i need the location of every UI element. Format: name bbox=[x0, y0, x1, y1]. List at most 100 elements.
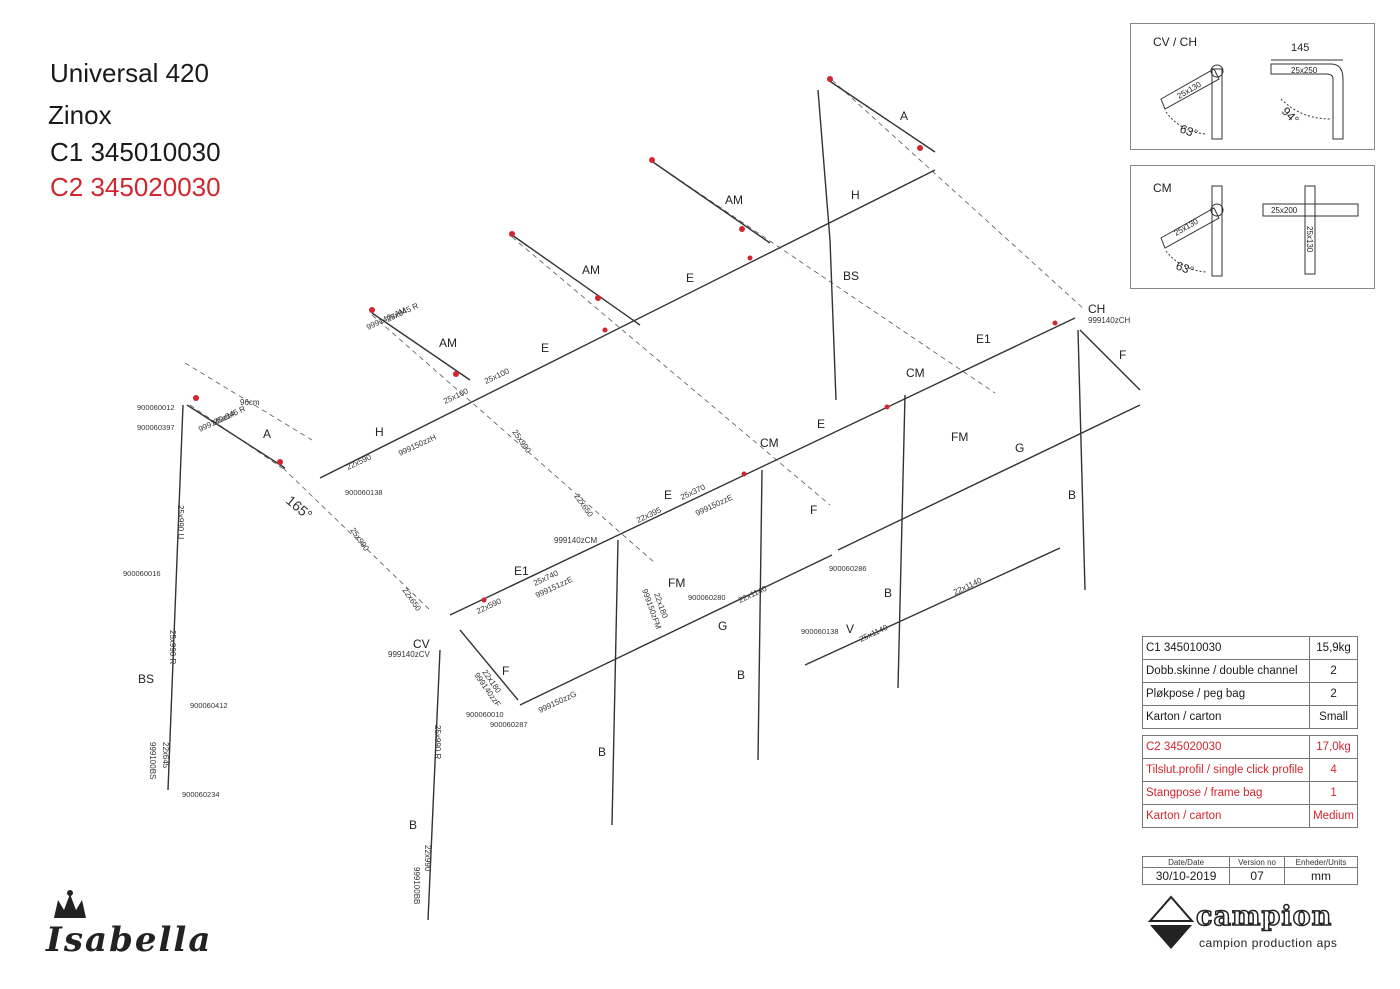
inset-cv-ch: CV / CH 25x130 63° 145 25x250 94° bbox=[1130, 23, 1375, 150]
dim-label: 22x590 bbox=[475, 596, 503, 615]
part-label: A bbox=[263, 427, 271, 441]
part-label: E bbox=[541, 341, 549, 355]
part-label: B bbox=[598, 745, 606, 759]
inset-vertical-label: 25x130 bbox=[1305, 226, 1314, 253]
part-number: 900060234 bbox=[182, 790, 220, 799]
isabella-logo: Isabella bbox=[40, 888, 270, 963]
part-label: V bbox=[846, 622, 854, 636]
revision-table: Date/Date Version no Enheder/Units 30/10… bbox=[1141, 856, 1359, 885]
part-label: E1 bbox=[976, 332, 991, 346]
inset-bend-label: 25x250 bbox=[1291, 66, 1318, 75]
inset-dim-top: 145 bbox=[1291, 42, 1309, 54]
dim-label: 25x1140 bbox=[858, 623, 890, 644]
dim-label: 25x100 bbox=[442, 386, 470, 405]
spec-value: 15,9kg bbox=[1309, 636, 1358, 660]
dim-label: 22x650 bbox=[400, 586, 423, 613]
part-label: CH bbox=[1088, 302, 1105, 316]
dim-label: 22x990 bbox=[423, 845, 432, 872]
spec-label: Tilslut.profil / single click profile bbox=[1141, 758, 1311, 782]
dim-label: 22x395 bbox=[635, 505, 663, 524]
part-number: 900060012 bbox=[137, 403, 175, 412]
dim-label: 999100BB bbox=[412, 867, 421, 904]
dim-label: 25x990 R bbox=[433, 725, 442, 759]
part-numbers: 900060012 900060397 900060138 900060016 … bbox=[123, 403, 867, 799]
part-label: AM bbox=[439, 336, 457, 350]
spec-value: 1 bbox=[1309, 781, 1358, 805]
dim-label: 999140zCV bbox=[388, 650, 430, 659]
version-header: Version no bbox=[1229, 856, 1285, 868]
dim-label: 22x650 bbox=[572, 492, 595, 519]
part-number: 900060138 bbox=[345, 488, 383, 497]
cv-ch-detail: CV / CH 25x130 63° 145 25x250 94° bbox=[1153, 35, 1344, 141]
part-label: CV bbox=[413, 637, 430, 651]
part-label: B bbox=[409, 818, 417, 832]
model-title: Universal 420 bbox=[50, 58, 209, 88]
part-label: F bbox=[1119, 348, 1126, 362]
part-label: E bbox=[686, 271, 694, 285]
dim-label: 999100BS bbox=[148, 742, 157, 779]
dim-label: 999140zzA bbox=[197, 408, 238, 433]
part-number: 900060287 bbox=[490, 720, 528, 729]
dim-label: 25x990 bbox=[510, 428, 533, 455]
spec-value: 2 bbox=[1309, 682, 1358, 706]
spec-label: Karton / carton bbox=[1141, 804, 1311, 828]
frame-poles bbox=[167, 79, 1141, 921]
part-number: 900060016 bbox=[123, 569, 161, 578]
spec-value: 17,0kg bbox=[1309, 735, 1358, 759]
inset-angle-1: 63° bbox=[1178, 122, 1200, 141]
campion-triangle-icon bbox=[1148, 895, 1194, 949]
cm-detail: CM 25x130 63° 25x200 25x130 bbox=[1153, 181, 1359, 278]
part-label: CM bbox=[906, 366, 925, 380]
part-label: G bbox=[718, 619, 727, 633]
version-value: 07 bbox=[1229, 867, 1285, 885]
part-label: G bbox=[1015, 441, 1024, 455]
inset-cm: CM 25x130 63° 25x200 25x130 bbox=[1130, 165, 1375, 289]
dim-label: 22x590 bbox=[345, 452, 373, 471]
inset-angle-2: 94° bbox=[1279, 104, 1302, 127]
dim-label: 22x1140 bbox=[737, 584, 769, 605]
part-number: 900060138 bbox=[801, 627, 839, 636]
part-label: F bbox=[810, 503, 817, 517]
part-label: BS bbox=[138, 672, 154, 686]
dim-label: 25x990 bbox=[348, 526, 371, 553]
campion-logo: campion campion production aps bbox=[1148, 893, 1368, 953]
spec-label: Dobb.skinne / double channel bbox=[1141, 659, 1311, 683]
part-label: H bbox=[375, 425, 384, 439]
spec-label: Karton / carton bbox=[1141, 705, 1311, 729]
part-label: E bbox=[664, 488, 672, 502]
dim-label: 25x990 R bbox=[168, 630, 177, 664]
inset-title: CV / CH bbox=[1153, 35, 1197, 49]
part-label: H bbox=[851, 188, 860, 202]
dashed-guides bbox=[184, 79, 1086, 613]
part-label: AM bbox=[725, 193, 743, 207]
spec-label: C2 345020030 bbox=[1141, 735, 1311, 759]
part-number: 900060280 bbox=[688, 593, 726, 602]
part-labels: A A AM AM AM H H E E E E E1 E1 BS BS CH … bbox=[138, 109, 1126, 832]
inset-angle: 63° bbox=[1174, 259, 1196, 278]
campion-wordmark: campion bbox=[1195, 900, 1333, 933]
material-title: Zinox bbox=[48, 100, 112, 130]
part-label: B bbox=[737, 668, 745, 682]
dimension-labels: 96cm 165° 25x845 R 999140zAM 25x100 25x1… bbox=[148, 301, 1130, 904]
spec-value: 4 bbox=[1309, 758, 1358, 782]
inset-title: CM bbox=[1153, 181, 1172, 195]
dim-label: 165° bbox=[283, 492, 315, 523]
dim-label: 999140zCH bbox=[1088, 316, 1130, 325]
spec-value: 2 bbox=[1309, 659, 1358, 683]
spec-label: Stangpose / frame bag bbox=[1141, 781, 1311, 805]
part-label: CM bbox=[760, 436, 779, 450]
units-value: mm bbox=[1283, 867, 1359, 885]
isabella-wordmark: Isabella bbox=[46, 920, 213, 960]
part-label: B bbox=[884, 586, 892, 600]
c2-code: C2 345020030 bbox=[50, 172, 221, 202]
inset-pole-label: 25x130 bbox=[1173, 217, 1201, 238]
part-label: E1 bbox=[514, 564, 529, 578]
dim-label: 25x100 bbox=[483, 366, 511, 385]
part-label: BS bbox=[843, 269, 859, 283]
part-number: 900060397 bbox=[137, 423, 175, 432]
